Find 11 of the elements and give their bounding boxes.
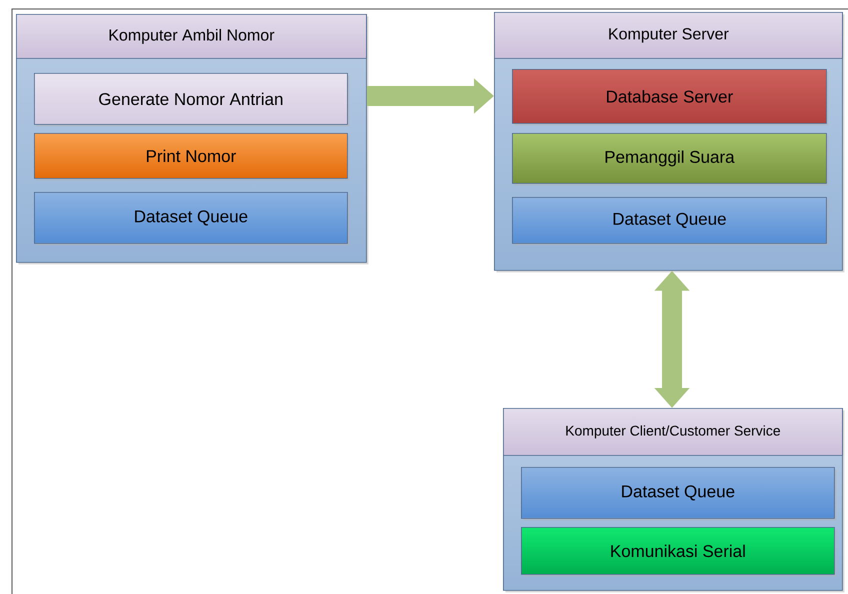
- module-box: Dataset Queue: [512, 197, 828, 246]
- module-box: Komunikasi Serial: [521, 527, 836, 576]
- module-box: Database Server: [512, 69, 828, 126]
- module-box: Print Nomor: [34, 133, 350, 180]
- panel-header: Komputer Server: [494, 12, 843, 59]
- module-box: Dataset Queue: [34, 192, 350, 246]
- module-box: Pemanggil Suara: [512, 133, 828, 186]
- module-box: Generate Nomor Antrian: [34, 73, 350, 126]
- panel-header: Komputer Ambil Nomor: [16, 14, 367, 59]
- module-box: Dataset Queue: [521, 467, 836, 520]
- panel-header: Komputer Client/Customer Service: [503, 408, 843, 456]
